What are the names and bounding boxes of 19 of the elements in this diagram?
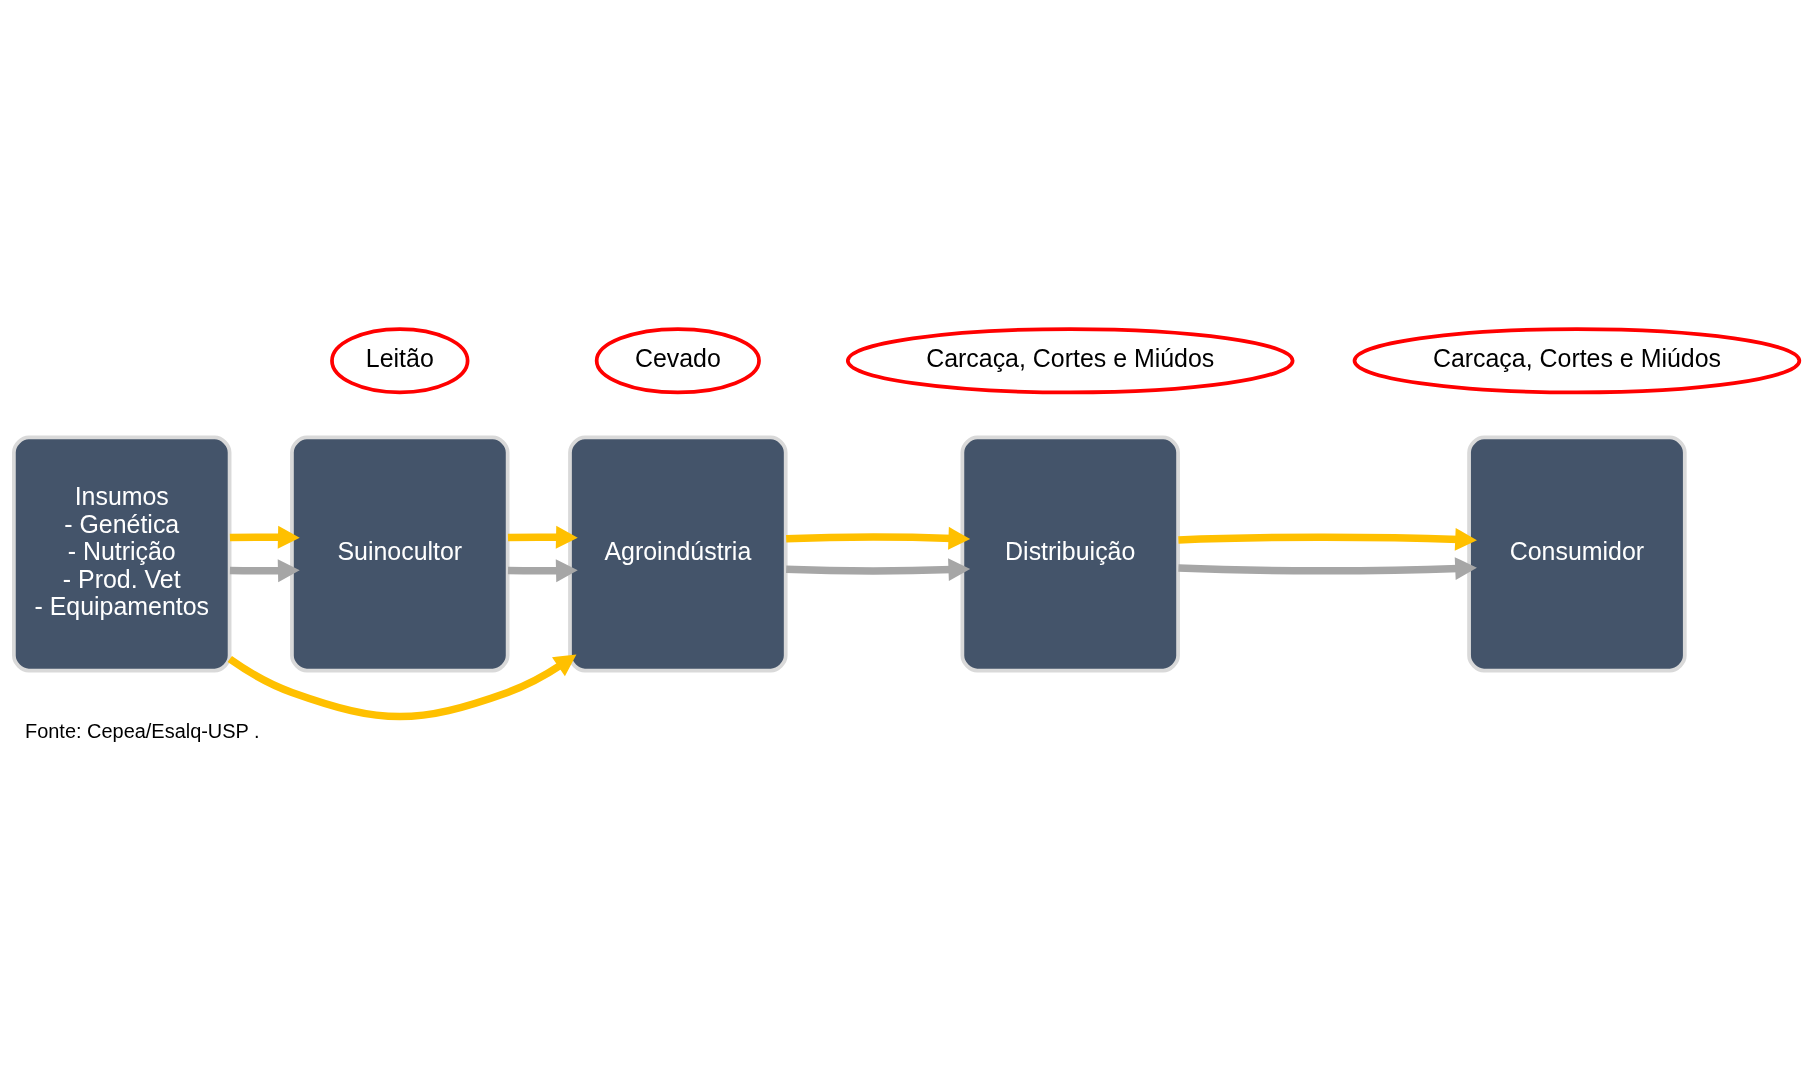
node-ellipse: Carcaça, Cortes e Miúdos — [1352, 327, 1802, 395]
node-box: Agroindústria — [568, 435, 788, 673]
node-box: Distribuição — [960, 435, 1180, 673]
arrow — [227, 654, 577, 721]
node-ellipse: Leitão — [330, 327, 470, 395]
node-box: Insumos - Genética - Nutrição - Prod. Vet - Equipamentos — [12, 435, 232, 673]
arrow — [1178, 527, 1477, 551]
arrow — [786, 558, 971, 582]
arrow — [507, 525, 578, 549]
arrow — [1178, 557, 1477, 581]
node-box: Consumidor — [1467, 435, 1687, 673]
caption: Fonte: Cepea/Esalq-USP . — [25, 719, 260, 742]
node-box: Suinocultor — [290, 435, 510, 673]
arrow — [229, 525, 300, 549]
arrow — [507, 559, 578, 583]
arrow — [229, 559, 300, 583]
node-ellipse: Cevado — [594, 327, 761, 395]
node-ellipse: Carcaça, Cortes e Miúdos — [845, 327, 1295, 395]
arrow — [786, 526, 971, 550]
